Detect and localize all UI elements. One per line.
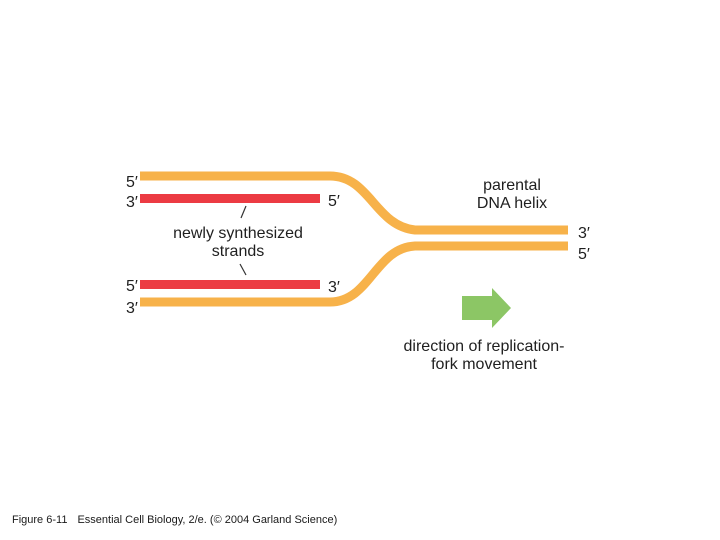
newly-synthesized-label-line1: newly synthesized	[173, 225, 303, 242]
direction-label-line2: fork movement	[431, 356, 537, 373]
figure-source: Essential Cell Biology, 2/e. (© 2004 Gar…	[77, 514, 338, 526]
bottom-new-left-end-label: 5′	[126, 278, 138, 295]
direction-label-line1: direction of replication-	[404, 338, 565, 355]
top-new-left-end-label: 3′	[126, 194, 138, 211]
top-new-strand	[140, 194, 320, 203]
parental-label-line2: DNA helix	[477, 195, 547, 212]
top-parental-strand	[140, 171, 568, 235]
bottom-parental-strand	[140, 241, 568, 307]
newly-synthesized-label-line2: strands	[212, 243, 264, 260]
top-new-right-end-label: 5′	[328, 193, 340, 210]
parental-label-line1: parental	[483, 177, 541, 194]
helix-top-right-end-label: 3′	[578, 225, 590, 242]
figure-number: Figure 6-11	[12, 514, 68, 526]
bottom-new-right-end-label: 3′	[328, 279, 340, 296]
helix-bottom-right-end-label: 5′	[578, 246, 590, 263]
top-parental-left-end-label: 5′	[126, 174, 138, 191]
right-arrow-icon	[462, 288, 511, 328]
bottom-parental-left-end-label: 3′	[126, 300, 138, 317]
newly-pointer-top	[240, 205, 247, 219]
newly-pointer-bottom	[239, 263, 247, 276]
bottom-new-strand	[140, 280, 320, 289]
figure-caption: Figure 6-11 Essential Cell Biology, 2/e. …	[12, 514, 337, 526]
